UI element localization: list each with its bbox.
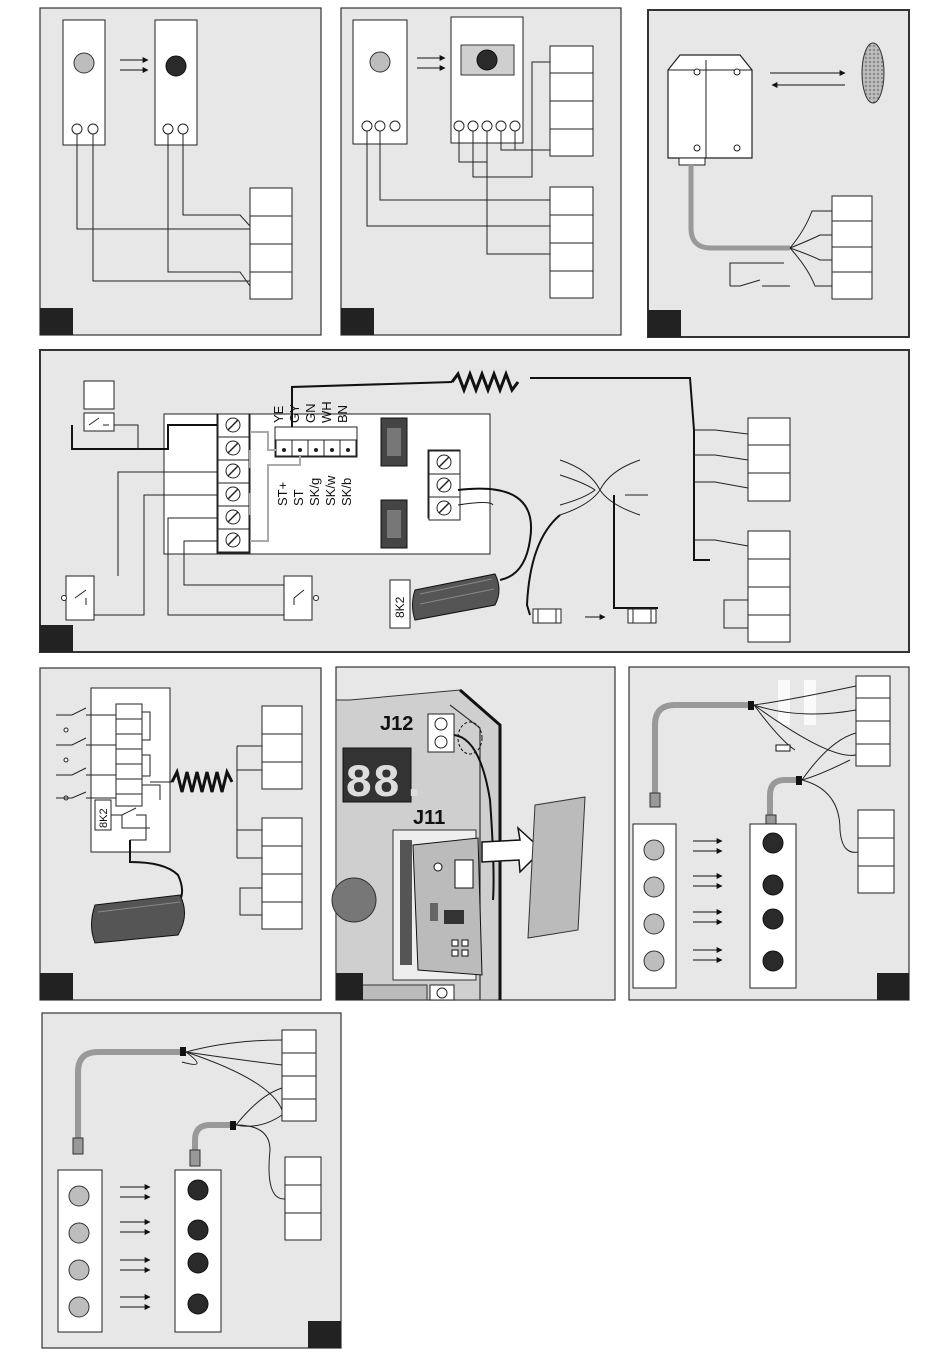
receiver-lens-icon <box>763 833 783 853</box>
transmitter-unit <box>63 20 105 145</box>
expansion-card <box>528 797 585 938</box>
photocell-receiver-small <box>628 609 656 623</box>
terminal-block <box>250 188 292 299</box>
receiver-lens-icon <box>188 1220 208 1240</box>
limit-switch-top <box>84 381 114 431</box>
terminal-label-st-plus: ST+ <box>275 482 290 506</box>
screw-terminal-strip-left <box>217 414 250 553</box>
receiver-lens-icon <box>188 1294 208 1314</box>
resistor-8k2: 8K2 <box>95 800 111 830</box>
round-opening <box>332 878 376 922</box>
panel-badge <box>341 308 374 335</box>
terminal-block-lower <box>285 1157 321 1240</box>
transmitter-bar <box>633 824 676 988</box>
terminal-label-sk-w: SK/w <box>323 475 338 506</box>
panel-5-safety-edge-relay: 8K2 <box>40 668 321 1000</box>
terminal-label-sk-g: SK/g <box>307 478 322 506</box>
panel-badge <box>40 308 73 335</box>
transmitter-lens-icon <box>69 1297 89 1317</box>
terminal-block-lower <box>858 810 894 893</box>
limit-switch-left <box>62 576 95 620</box>
transmitter-lens-icon <box>74 53 94 73</box>
connector-j12 <box>428 714 454 752</box>
terminal-label-st: ST <box>291 489 306 506</box>
wire-label-wh: WH <box>319 401 334 423</box>
receiver-lens-icon <box>166 56 186 76</box>
receiver-lens-icon <box>763 875 783 895</box>
transmitter-lens-icon <box>644 840 664 860</box>
resistor-8k2: 8K2 <box>390 580 410 628</box>
transmitter-lens-icon <box>69 1260 89 1280</box>
terminal-block-upper <box>550 46 593 156</box>
terminal-block-lower <box>262 818 302 929</box>
receiver-lens-icon <box>763 909 783 929</box>
terminal-block-upper <box>856 676 890 766</box>
terminal-block-lower <box>748 531 790 642</box>
bottom-terminal <box>430 985 454 1000</box>
terminal-block-lower <box>550 187 593 298</box>
receiver-lens-icon <box>477 50 497 70</box>
receiver-unit <box>155 20 197 145</box>
transmitter-lens-icon <box>69 1186 89 1206</box>
receiver-lens-icon <box>188 1180 208 1200</box>
transmitter-lens-icon <box>644 951 664 971</box>
transmitter-lens-icon <box>69 1223 89 1243</box>
panel-2-four-wire-photocell <box>341 8 621 335</box>
panel-1-two-wire-photocell <box>40 8 321 335</box>
transmitter-unit <box>353 20 407 144</box>
terminal-label-sk-b: SK/b <box>339 478 354 506</box>
resistor-label: 8K2 <box>98 808 110 828</box>
wire-label-gn: GN <box>303 404 318 424</box>
plug-connector-upper <box>381 418 407 466</box>
receiver-lens-icon <box>188 1253 208 1273</box>
receiver-bar <box>750 824 796 988</box>
resistor-small <box>776 745 790 751</box>
transmitter-lens-icon <box>370 52 390 72</box>
receiver-bar <box>175 1170 221 1332</box>
wire-label-ye: YE <box>271 405 286 423</box>
panel-3-reflective-sensor <box>648 10 909 337</box>
panel-badge <box>40 625 73 652</box>
receiver-lens-icon <box>763 951 783 971</box>
sensor-terminal-5pin <box>275 427 357 457</box>
reflective-sensor-housing <box>668 55 752 165</box>
terminal-block-upper <box>282 1030 316 1121</box>
panel-badge <box>308 1321 341 1348</box>
plug-in-card <box>413 838 482 975</box>
wire-label-gy: GY <box>287 404 302 423</box>
terminal-block <box>832 196 872 299</box>
display-readout: 88. <box>345 758 428 810</box>
resistor-label: 8K2 <box>393 596 407 618</box>
photocell-transmitter-small <box>533 609 561 623</box>
wire-label-bn: BN <box>335 405 350 423</box>
panel-6-board-detail: J12 88. J11 <box>332 667 615 1000</box>
panel-badge <box>40 973 73 1000</box>
panel-badge <box>336 973 363 1000</box>
screw-terminal-3pin <box>428 450 460 520</box>
panel-4-safety-edge-wiring: YE GY GN WH BN ST+ ST SK/g SK/w SK/b <box>40 350 909 652</box>
transmitter-bar <box>58 1170 102 1332</box>
transmitter-lens-icon <box>644 914 664 934</box>
terminal-block-upper <box>262 706 302 789</box>
panel-badge <box>648 310 681 337</box>
transmitter-lens-icon <box>644 877 664 897</box>
connector-label-j11: J11 <box>413 807 445 829</box>
receiver-unit <box>451 17 523 143</box>
panel-badge <box>877 973 909 1000</box>
panel-8-light-curtain-wiring-alt <box>42 1013 341 1348</box>
seven-segment-display: 88. <box>343 748 428 810</box>
connector-label-j12: J12 <box>380 713 413 735</box>
relay-terminal-column <box>116 704 142 806</box>
plug-connector-lower <box>381 500 407 548</box>
reflector-icon <box>862 43 884 103</box>
terminal-block-upper <box>748 418 790 501</box>
panel-7-light-curtain-wiring <box>629 667 909 1000</box>
